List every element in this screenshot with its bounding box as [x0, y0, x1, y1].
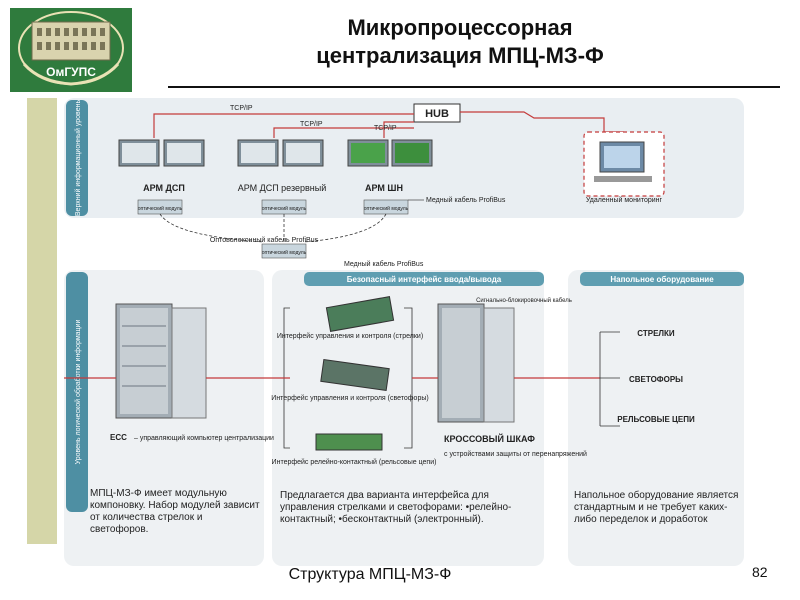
page-title: Микропроцессорная централизация МПЦ-МЗ-Ф [180, 14, 740, 70]
ecc-description: – управляющий компьютер централизации [134, 434, 274, 442]
mpc-structure-diagram: Верхний информационный уровень HUB TCP/I… [64, 96, 744, 566]
signal-cable-label: Сигнально-блокировочный кабель [476, 297, 572, 304]
note-middle: Предлагается два варианта интерфейса для… [280, 490, 512, 525]
title-rule [168, 86, 780, 88]
floor-equipment-panel [568, 270, 744, 566]
safe-interface-header-bar [304, 272, 544, 286]
optical-module-4-label: оптический модуль [262, 249, 307, 256]
interface-board-relay [315, 433, 383, 451]
floor-branch [599, 331, 620, 427]
out-signals-label: СВЕТОФОРЫ [629, 375, 683, 384]
interface-board-signals [320, 358, 390, 392]
cross-cabinet-desc: с устройствами защиты от перенапряжений [444, 450, 587, 458]
lower-level-side-bar [66, 272, 88, 512]
page-number: 82 [752, 564, 768, 580]
iface-relay-label: Интерфейс релейно-контактный (рельсовые … [272, 458, 437, 466]
remote-monitoring-label: Удаленный мониторинг [586, 196, 663, 204]
cross-cabinet-title: КРОССОВЫЙ ШКАФ [444, 433, 535, 444]
floor-equipment-header: Напольное оборудование [610, 275, 714, 284]
title-line-1: Микропроцессорная [347, 15, 573, 40]
optical-module-1-label: оптический модуль [138, 205, 183, 212]
fiber-profibus-label: Оптоволоконный кабель ProfiBus [210, 236, 319, 244]
floor-equipment-header-bar [580, 272, 744, 286]
copper-profibus-label-1: Медный кабель ProfiBus [426, 196, 506, 204]
optical-module-4 [261, 243, 307, 259]
university-logo: ОмГУПС [10, 8, 132, 92]
arm-dsp-label: АРМ ДСП [143, 183, 185, 193]
tcp-ip-label-3: TCP/IP [374, 125, 397, 132]
logo-text: ОмГУПС [46, 65, 96, 79]
hub-label: HUB [425, 108, 449, 120]
tcp-ip-links [153, 111, 624, 138]
copper-profibus-label-2: Медный кабель ProfiBus [344, 260, 424, 268]
ecc-cabinet-image [115, 303, 207, 419]
note-left: МПЦ-МЗ-Ф имеет модульную компоновку. Наб… [90, 488, 260, 535]
arm-dsp-reserve-label: АРМ ДСП резервный [238, 183, 327, 193]
iface-switches-label: Интерфейс управления и контроля (стрелки… [277, 332, 423, 340]
out-switches-label: СТРЕЛКИ [637, 329, 675, 338]
arm-shn-workstation [347, 139, 433, 167]
arm-dsp-workstation [118, 139, 205, 167]
optical-module-2-label: оптический модуль [262, 205, 307, 212]
arm-shn-label: АРМ ШН [365, 183, 403, 193]
upper-level-side-bar [66, 100, 88, 216]
lower-level-label: Уровень логической обработки информации [74, 320, 82, 465]
upper-level-label: Верхний информационный уровень [74, 100, 82, 217]
optical-module-3-label: оптический модуль [364, 205, 409, 212]
decorative-strip [27, 98, 57, 544]
safe-interface-header: Безопасный интерфейс ввода/вывода [347, 275, 502, 284]
hub-box [413, 103, 461, 123]
cross-cabinet-image [437, 303, 515, 423]
title-line-2: централизация МПЦ-МЗ-Ф [316, 43, 604, 68]
fiber-links [159, 213, 387, 243]
tcp-ip-label-2: TCP/IP [300, 121, 323, 128]
slide-caption: Структура МПЦ-МЗ-Ф [288, 566, 452, 583]
ecc-title: ЕСС [110, 433, 127, 442]
out-track-label: РЕЛЬСОВЫЕ ЦЕПИ [617, 415, 695, 424]
arm-dsp-reserve-workstation [237, 139, 324, 167]
tcp-ip-label-1: TCP/IP [230, 105, 253, 112]
note-right: Напольное оборудование является стандарт… [574, 490, 739, 525]
iface-signals-label: Интерфейс управления и контроля (светофо… [271, 394, 428, 402]
interface-board-switches [325, 296, 395, 332]
